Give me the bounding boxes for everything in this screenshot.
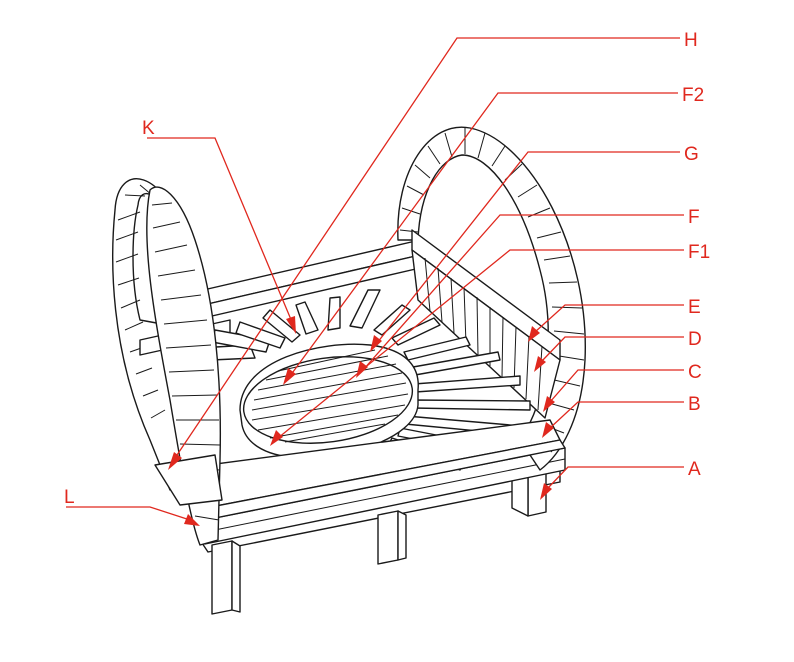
leader-line [289,92,678,377]
arrowhead [534,356,546,372]
callout-label: B [688,394,701,415]
arrowhead [540,483,552,500]
arrowhead [528,326,540,342]
arrowhead [270,430,283,446]
callout-label: A [688,459,701,480]
arrowhead [543,396,555,412]
callout-label: F2 [682,85,704,106]
callout-label: E [688,297,701,318]
arrowhead [283,368,296,385]
callout-L: L [64,487,200,526]
callout-label: C [688,362,702,383]
callout-label: F1 [688,242,710,263]
callout-label: K [142,118,155,139]
callout-label: H [684,30,698,51]
left-front-ring [146,186,223,546]
callout-label: D [688,329,702,350]
callout-label: F [688,207,700,228]
callout-G: G [370,144,699,352]
callout-D: D [534,329,702,372]
callout-A: A [540,459,701,500]
callout-K: K [142,118,296,334]
callouts: H F2 G K F F1 [64,30,710,526]
leader-line [547,466,684,489]
callout-F1: F1 [270,242,710,446]
side-slat-panel [411,229,561,419]
callout-label: G [684,144,699,165]
base-frame [199,447,566,615]
callout-B: B [542,394,701,438]
leader-line [362,214,684,371]
arrowhead [168,452,182,470]
arrowhead [286,316,296,334]
leader-line [66,506,191,521]
leader-line [277,249,684,439]
leader-line [549,401,684,429]
callout-H: H [168,30,698,470]
arrowhead [184,514,200,526]
leader-line [376,151,680,344]
arrowhead [542,422,554,438]
callout-label: L [64,487,75,508]
leader-line [174,37,680,459]
leader-line [534,304,684,333]
leader-line [147,137,293,323]
leader-line [540,336,684,363]
leader-line [549,369,684,403]
arrowhead [370,335,382,352]
callout-E: E [528,297,701,342]
callout-F2: F2 [283,85,704,385]
callout-C: C [543,362,702,412]
